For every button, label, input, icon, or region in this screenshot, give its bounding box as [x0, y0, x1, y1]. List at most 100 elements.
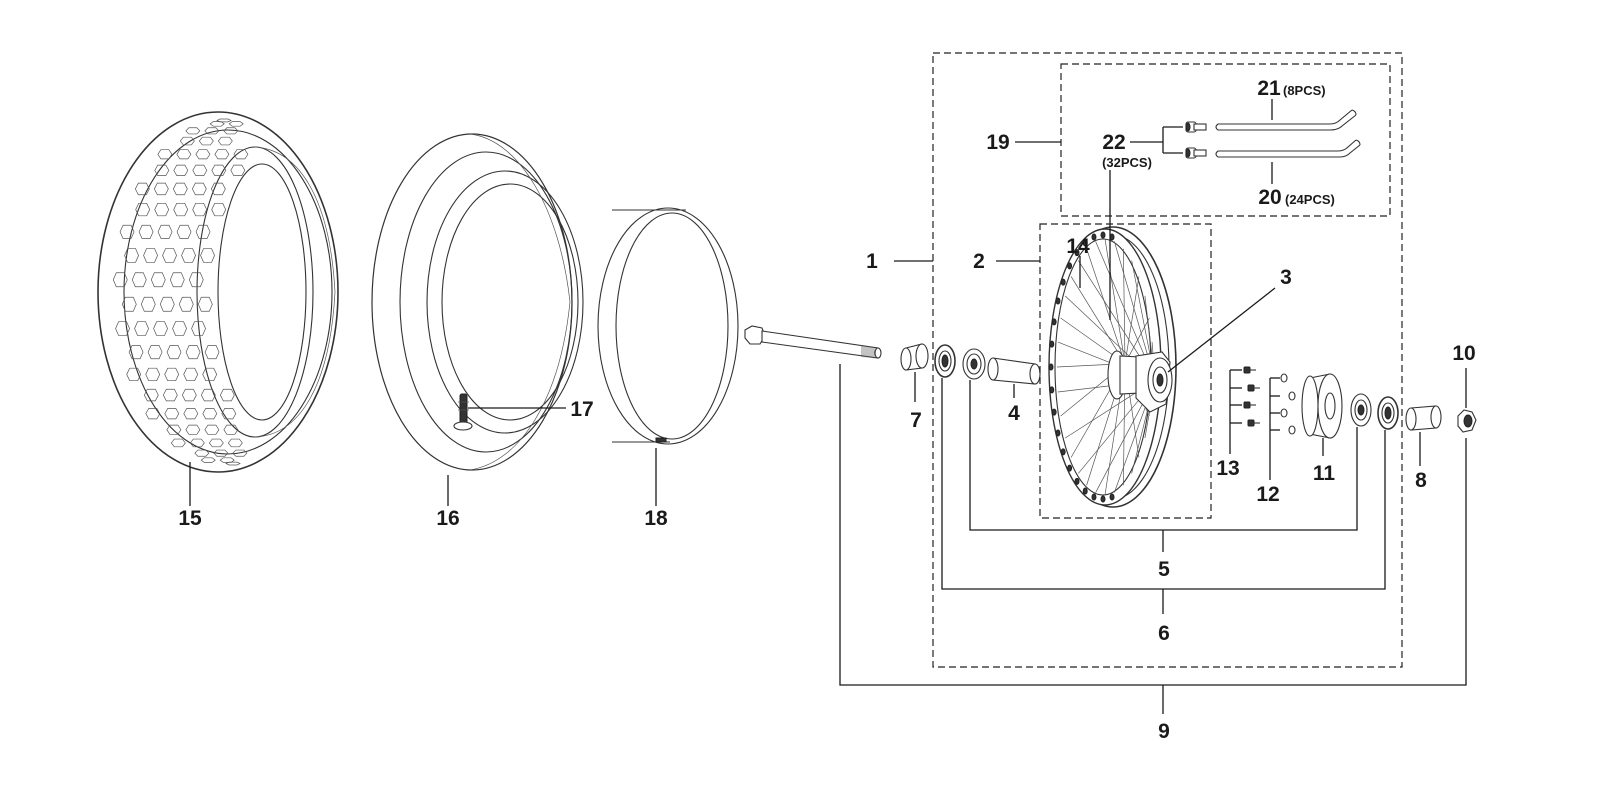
callout-4: 4 — [1008, 402, 1020, 425]
tread-block — [192, 164, 208, 176]
wheel-box-2 — [1039, 223, 1212, 519]
tread-block — [202, 367, 218, 382]
tread-block — [195, 224, 211, 239]
spoke — [1070, 276, 1126, 364]
nipple — [1082, 239, 1088, 247]
spoke-21 — [1215, 109, 1357, 131]
rim-tape-18 — [597, 207, 739, 445]
nipple — [1091, 493, 1097, 501]
tread-block — [162, 388, 178, 402]
tread-block — [131, 272, 147, 288]
callout-12: 12 — [1256, 483, 1279, 506]
callout-16: 16 — [436, 507, 459, 530]
tread-block — [115, 321, 130, 336]
quantity-20: (24PCS) — [1285, 192, 1335, 207]
tread-block — [153, 321, 168, 336]
nipple — [1055, 429, 1061, 437]
tread-block — [176, 224, 192, 239]
valve-stem-17 — [453, 393, 473, 431]
washer — [1288, 391, 1296, 401]
tread-block — [189, 438, 205, 448]
tread-block — [228, 121, 244, 127]
tread-block — [204, 127, 220, 135]
tire-tread-pattern — [112, 118, 249, 466]
tread-block — [173, 202, 189, 217]
hub-3 — [1107, 350, 1173, 413]
nipple — [1051, 408, 1057, 416]
tread-block — [176, 149, 192, 160]
tread-block — [232, 449, 248, 457]
tread-block — [170, 438, 186, 448]
disc-bolts-13 — [1243, 366, 1260, 427]
tire-15 — [97, 111, 339, 473]
tread-block — [227, 438, 243, 448]
callout-3: 3 — [1280, 266, 1292, 289]
nipple-top — [1185, 121, 1207, 133]
callout-9: 9 — [1158, 720, 1170, 743]
spacer-7 — [900, 343, 929, 371]
seal-right — [1377, 396, 1399, 430]
tread-block — [191, 321, 206, 336]
bearing-right — [1350, 393, 1372, 427]
callout-14: 14 — [1066, 235, 1090, 258]
tread-block — [154, 202, 170, 217]
tread-block — [153, 182, 169, 196]
nipple — [1100, 495, 1106, 503]
callout-18: 18 — [644, 507, 668, 530]
spoke-set-19 — [1060, 63, 1391, 217]
nipple — [1091, 233, 1097, 241]
tread-block — [121, 296, 137, 312]
washer — [1280, 408, 1288, 418]
nipple — [1055, 297, 1061, 305]
spacer-8 — [1405, 405, 1442, 431]
callout-1: 1 — [866, 250, 878, 273]
tread-block — [178, 296, 194, 312]
nipple — [1074, 477, 1080, 485]
tread-block — [188, 272, 204, 288]
seal-left — [934, 344, 956, 378]
tread-block — [134, 182, 150, 196]
callout-13: 13 — [1216, 457, 1239, 480]
callout-21: 21 — [1257, 77, 1281, 100]
spoke-nipples — [1048, 231, 1115, 503]
tread-block — [200, 388, 216, 402]
tread-block — [208, 438, 224, 448]
tread-block — [191, 182, 207, 196]
tread-block — [200, 457, 216, 463]
tread-block — [126, 367, 142, 382]
nipple-bottom — [1185, 147, 1207, 159]
callout-17: 17 — [570, 398, 593, 421]
bolt-head — [1247, 419, 1255, 427]
tread-block — [211, 164, 227, 176]
tread-block — [172, 182, 188, 196]
tread-block — [225, 461, 241, 466]
nipple — [1060, 278, 1066, 286]
tread-block — [204, 345, 220, 360]
tread-block — [179, 136, 195, 146]
inner-tube-16 — [371, 133, 584, 471]
tread-block — [185, 345, 201, 360]
tread-block — [143, 248, 158, 263]
tread-block — [173, 164, 189, 176]
nipple — [1074, 249, 1080, 257]
tread-block — [119, 224, 135, 239]
tread-block — [164, 367, 180, 382]
tread-block — [147, 345, 163, 360]
tread-block — [157, 224, 173, 239]
nipple — [1060, 448, 1066, 456]
nipple — [1049, 340, 1055, 348]
tread-block — [134, 321, 149, 336]
tread-block — [185, 127, 201, 135]
tread-block — [124, 248, 139, 263]
washer — [1288, 425, 1296, 435]
tread-block — [140, 296, 156, 312]
tread-block — [138, 224, 154, 239]
nipple — [1082, 487, 1088, 495]
tread-block — [172, 321, 187, 336]
bearing-left — [962, 348, 986, 380]
tread-block — [219, 388, 235, 402]
tread-block — [185, 424, 201, 435]
spoke — [1123, 248, 1126, 364]
tread-block — [223, 424, 239, 435]
